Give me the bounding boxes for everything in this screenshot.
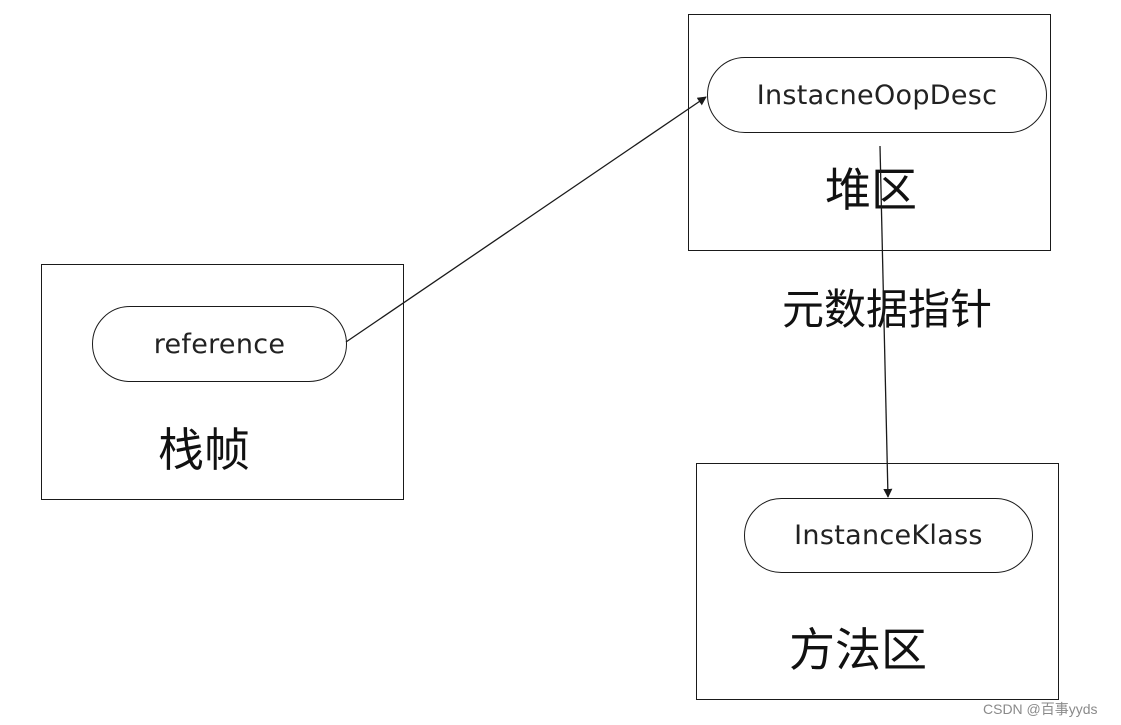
instance-oop-desc-node: InstacneOopDesc	[707, 57, 1047, 133]
method-area-box	[696, 463, 1059, 700]
method-area-label: 方法区	[789, 623, 927, 677]
heap-label: 堆区	[825, 163, 917, 217]
watermark-text: CSDN @百事yyds	[983, 701, 1098, 717]
metadata-pointer-label: 元数据指针	[782, 285, 993, 334]
stack-frame-label: 栈帧	[158, 423, 250, 477]
stack-frame-box	[41, 264, 404, 500]
instance-klass-node: InstanceKlass	[744, 498, 1033, 573]
reference-node: reference	[92, 306, 347, 382]
